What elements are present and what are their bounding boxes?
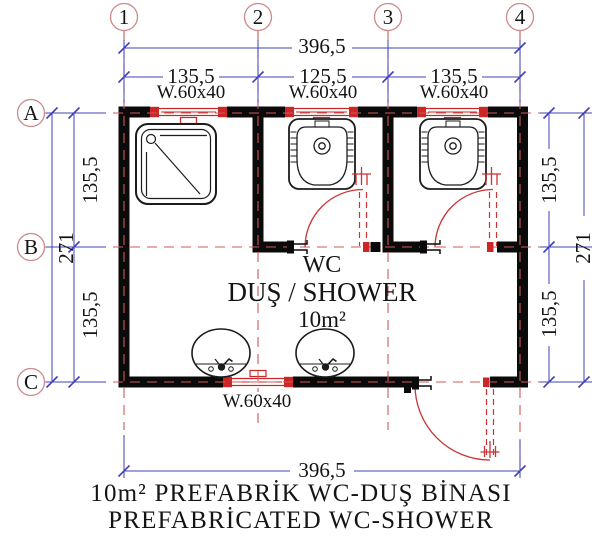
window-label-2: W.60x40 xyxy=(289,82,357,103)
grid-label-1: 1 xyxy=(119,5,130,29)
grid-label-C: C xyxy=(24,370,38,394)
sink-1 xyxy=(191,328,251,378)
grid-label-2: 2 xyxy=(253,5,264,29)
dim-left-upper: 135,5 xyxy=(78,156,102,203)
grid-bubble-B xyxy=(16,232,46,262)
room-subtitle: DUŞ / SHOWER xyxy=(227,277,416,307)
dim-top-seg2: 125,5 xyxy=(299,64,346,88)
dim-left-lower: 135,5 xyxy=(78,291,102,338)
grid-bubble-A xyxy=(16,98,46,128)
dim-top-seg1: 135,5 xyxy=(167,64,214,88)
window-label-3: W.60x40 xyxy=(420,82,488,103)
dim-right-upper: 135,5 xyxy=(537,156,561,203)
window-label-4: W.60x40 xyxy=(223,391,291,412)
drawing-title-line1: 10m² PREFABRİK WC-DUŞ BİNASI xyxy=(90,480,511,507)
room-area: 10m² xyxy=(298,307,346,332)
drawing-title-line2: PREFABRİCATED WC-SHOWER xyxy=(108,507,494,534)
dimension-lines xyxy=(46,40,592,478)
squat-toilet-2 xyxy=(419,118,487,190)
grid-bubble-1 xyxy=(109,2,139,32)
grid-bubble-C xyxy=(16,367,46,397)
door-hardware xyxy=(287,240,494,393)
grid-label-3: 3 xyxy=(383,5,394,29)
dim-right-total: 271 xyxy=(571,232,595,264)
doors xyxy=(304,167,501,461)
dim-left-total: 271 xyxy=(54,232,78,264)
cubicle-door-1 xyxy=(304,167,371,248)
shower-tray xyxy=(135,123,217,205)
dim-bottom-total: 396,5 xyxy=(298,458,345,482)
grid-label-4: 4 xyxy=(515,5,526,29)
sink-2 xyxy=(295,328,355,378)
grid-label-B: B xyxy=(24,235,38,259)
window-1 xyxy=(150,106,227,125)
grid-bubbles xyxy=(16,2,535,397)
grid-bubble-3 xyxy=(373,2,403,32)
window-label-1: W.60x40 xyxy=(157,82,225,103)
dim-top-seg3: 135,5 xyxy=(430,64,477,88)
room-name: WC xyxy=(303,252,342,278)
squat-toilet-1 xyxy=(288,118,356,190)
dim-right-lower: 135,5 xyxy=(537,290,561,337)
dim-top-total: 396,5 xyxy=(298,34,345,58)
cubicle-door-2 xyxy=(434,167,501,248)
grid-bubble-2 xyxy=(243,2,273,32)
grid-label-A: A xyxy=(23,101,39,125)
grid-bubble-4 xyxy=(505,2,535,32)
entrance-door xyxy=(414,384,500,461)
